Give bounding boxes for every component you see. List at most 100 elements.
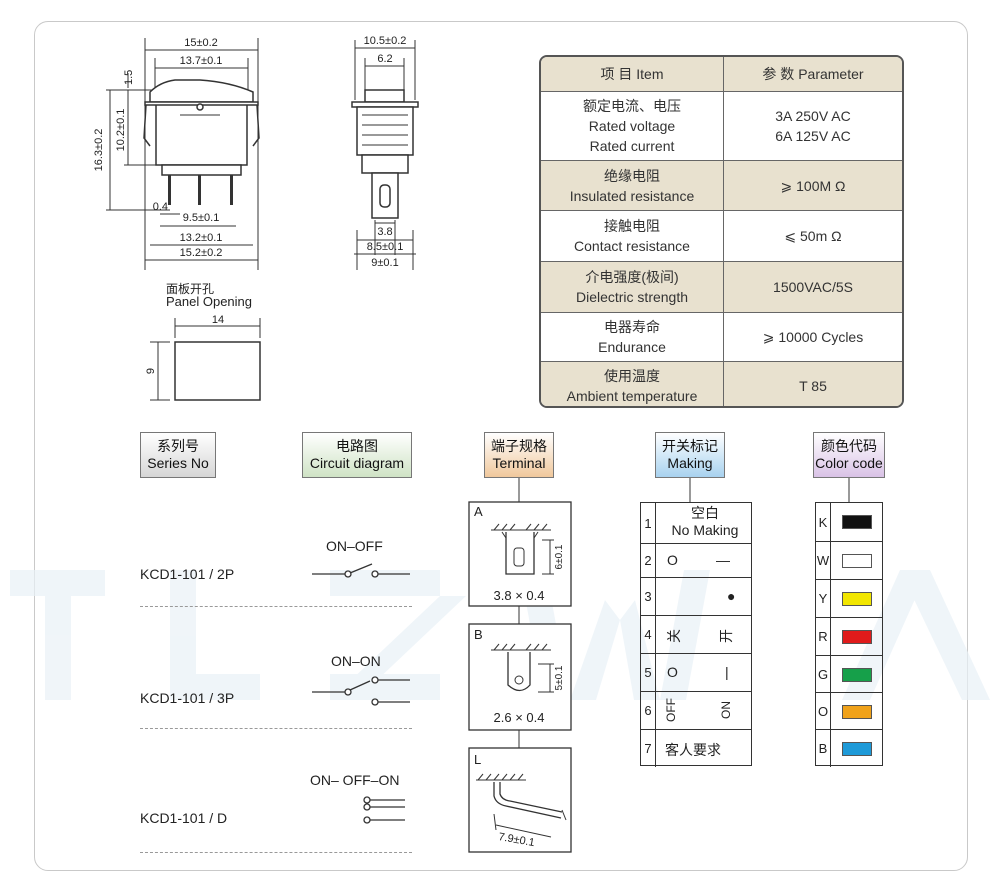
svg-text:13.7±0.1: 13.7±0.1 <box>180 55 223 67</box>
param-en: Dielectric strength <box>575 289 689 305</box>
color-row: Y <box>816 579 882 617</box>
param-en: Rated current <box>589 138 675 154</box>
param-row-contact: 接触电阻 Contact resistance ⩽ 50m Ω <box>541 210 902 261</box>
parameter-header: 参 数 Parameter <box>762 66 864 82</box>
param-en: Endurance <box>598 339 666 355</box>
circuit-label: ON–ON <box>331 653 381 669</box>
making-header-zh: 开关标记 <box>662 438 718 454</box>
terminal-header: 端子规格 Terminal <box>484 432 554 478</box>
param-zh: 绝缘电阻 <box>604 167 660 184</box>
making-left: O <box>667 552 678 568</box>
making-header: 开关标记 Making <box>655 432 725 478</box>
svg-text:16.3±0.2: 16.3±0.2 <box>93 129 105 172</box>
color-swatch <box>842 630 872 644</box>
param-row-temperature: 使用温度 Ambient temperature T 85 <box>541 361 902 406</box>
making-header-en: Making <box>667 455 713 471</box>
series-no-header: 系列号 Series No <box>140 432 216 478</box>
circuit-diagram-header: 电路图 Circuit diagram <box>302 432 412 478</box>
param-row-endurance: 电器寿命 Endurance ⩾ 10000 Cycles <box>541 312 902 361</box>
making-row: 5 O | <box>641 653 751 691</box>
param-row-rated: 额定电流、电压 Rated voltage Rated current 3A 2… <box>541 91 902 160</box>
terminal-dim: 6±0.1 <box>554 544 565 569</box>
making-right: 开 <box>718 629 734 643</box>
terminal-header-zh: 端子规格 <box>491 438 547 454</box>
making-right: ● <box>727 588 736 604</box>
circuit-on-off-on-diagram <box>363 796 405 824</box>
making-right: — <box>716 552 730 568</box>
header-connectors <box>518 478 850 502</box>
color-letter: W <box>816 542 831 579</box>
svg-text:10.5±0.2: 10.5±0.2 <box>364 35 407 47</box>
param-value: T 85 <box>799 378 827 394</box>
circuit-header-en: Circuit diagram <box>309 455 405 471</box>
row-divider <box>140 606 412 607</box>
param-en: Rated voltage <box>588 118 676 134</box>
circuit-label: ON– OFF–ON <box>310 772 400 788</box>
param-row-dielectric: 介电强度(极间) Dielectric strength 1500VAC/5S <box>541 261 902 312</box>
color-swatch <box>842 592 872 606</box>
svg-text:15.2±0.2: 15.2±0.2 <box>180 247 223 259</box>
making-num: 2 <box>641 544 656 577</box>
making-row: 1 空白 No Making <box>641 503 751 543</box>
param-value: ⩾ 10000 Cycles <box>762 329 864 345</box>
color-swatch <box>842 742 872 756</box>
param-zh: 电器寿命 <box>604 319 660 335</box>
param-value: 3A 250V AC <box>775 108 851 124</box>
making-row: 6 OFF ON <box>641 691 751 729</box>
svg-text:8.5±0.1: 8.5±0.1 <box>367 241 404 253</box>
color-row: R <box>816 617 882 655</box>
param-row-insulated: 绝缘电阻 Insulated resistance ⩾ 100M Ω <box>541 160 902 210</box>
color-letter: Y <box>816 580 831 617</box>
circuit-on-off-diagram <box>312 563 410 578</box>
svg-text:3.8: 3.8 <box>377 226 392 238</box>
color-swatch <box>842 668 872 682</box>
param-en: Contact resistance <box>574 238 690 254</box>
panel-opening-title-zh: 面板开孔 <box>166 282 215 296</box>
color-letter: O <box>816 693 831 729</box>
color-header-en: Color code <box>815 455 883 471</box>
param-value: ⩾ 100M Ω <box>780 177 846 194</box>
color-letter: G <box>816 656 831 692</box>
terminal-diagrams: A 6±0.1 3.8 × 0.4 B 5±0.1 2.6 × 0.4 L 7.… <box>468 501 572 853</box>
svg-text:13.2±0.1: 13.2±0.1 <box>180 232 223 244</box>
series-name: KCD1-101 / 3P <box>140 690 235 706</box>
making-row: 4 关 开 <box>641 615 751 653</box>
color-swatch <box>842 705 872 719</box>
param-en: Insulated resistance <box>569 187 695 204</box>
item-header: 项 目 Item <box>600 66 664 82</box>
making-left: O <box>667 664 678 680</box>
making-left: OFF <box>664 698 678 722</box>
making-num: 5 <box>641 654 656 691</box>
svg-text:6.2: 6.2 <box>377 53 392 65</box>
param-value: 6A 125V AC <box>775 128 851 144</box>
terminal-letter: L <box>474 752 481 767</box>
param-zh: 额定电流、电压 <box>583 98 681 114</box>
color-code-table: K W Y R G O B <box>815 502 883 767</box>
color-row: G <box>816 655 882 692</box>
making-num: 3 <box>641 578 656 615</box>
side-view-drawing: 10.5±0.2 6.2 3.8 8.5±0.1 9±0.1 <box>351 35 419 270</box>
circuit-label: ON–OFF <box>326 538 383 554</box>
making-zh: 空白 <box>691 505 719 521</box>
terminal-dim: 5±0.1 <box>554 665 565 690</box>
series-name: KCD1-101 / D <box>140 810 228 826</box>
making-num: 4 <box>641 616 656 653</box>
svg-text:9.5±0.1: 9.5±0.1 <box>183 212 220 224</box>
panel-height: 9 <box>145 368 157 374</box>
color-letter: K <box>816 503 831 541</box>
panel-width: 14 <box>212 314 224 326</box>
param-en: Ambient temperature <box>566 388 698 404</box>
parameter-table: 项 目 Item 参 数 Parameter 额定电流、电压 Rated vol… <box>539 55 904 408</box>
param-zh: 介电强度(极间) <box>585 269 679 285</box>
making-left: 关 <box>666 629 682 643</box>
param-value: ⩽ 50m Ω <box>784 228 842 244</box>
param-zh: 接触电阻 <box>604 218 660 234</box>
terminal-letter: A <box>474 504 483 519</box>
making-text: 客人要求 <box>665 742 721 758</box>
series-name: KCD1-101 / 2P <box>140 566 235 582</box>
svg-text:0.4: 0.4 <box>153 201 168 213</box>
color-row: W <box>816 541 882 579</box>
color-swatch <box>842 554 872 568</box>
making-num: 7 <box>641 730 656 767</box>
series-header-en: Series No <box>147 455 209 471</box>
